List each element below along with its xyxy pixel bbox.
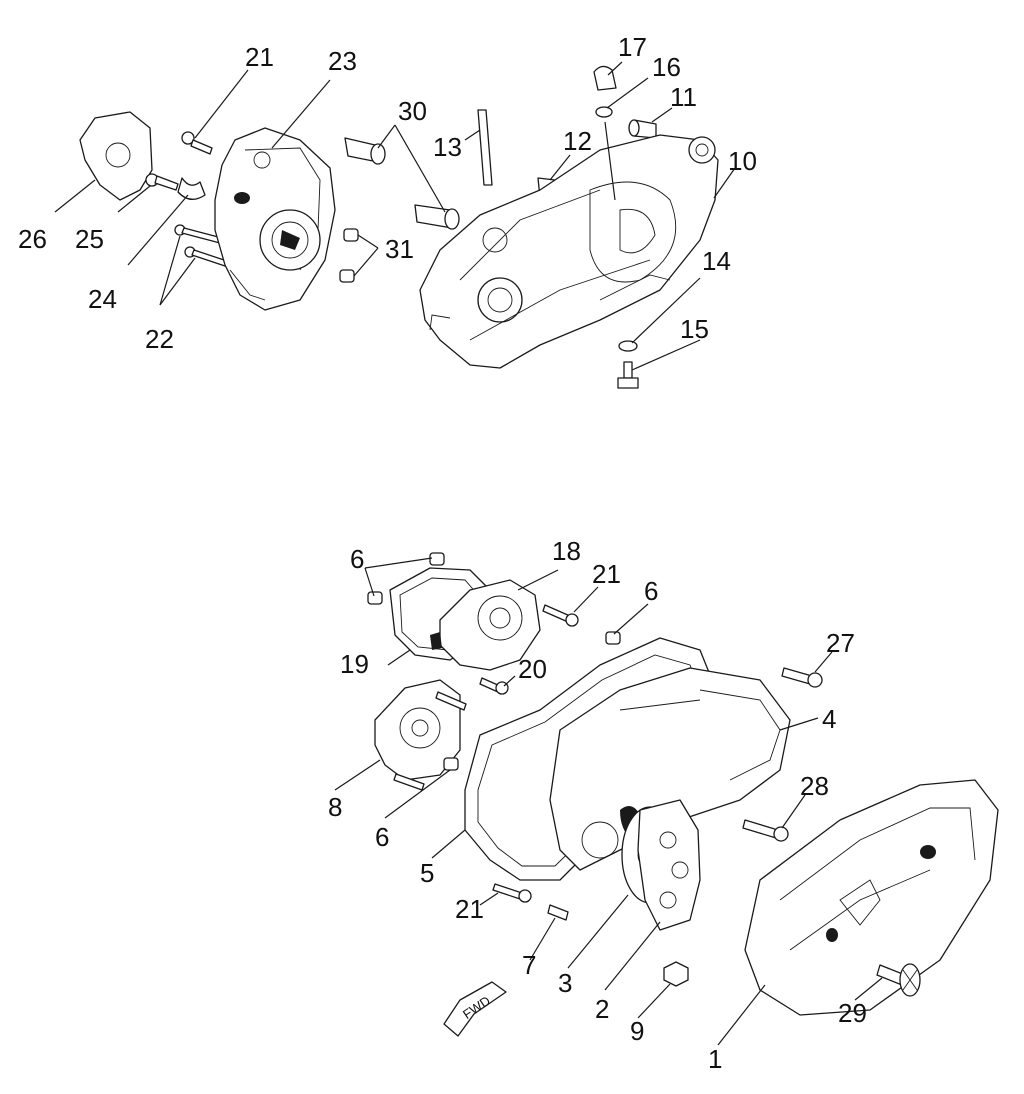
part-8-pump-body [374, 679, 467, 791]
callout-16: 16 [652, 52, 681, 82]
callout-21c: 21 [455, 894, 484, 924]
callout-26: 26 [18, 224, 47, 254]
callout-25: 25 [75, 224, 104, 254]
part-6-dowel-c [443, 757, 459, 771]
callout-2: 2 [595, 994, 609, 1024]
part-7-pin [547, 904, 569, 921]
callout-21b: 21 [592, 559, 621, 589]
callout-24: 24 [88, 284, 117, 314]
part-6-dowel-b [605, 631, 621, 645]
callout-13: 13 [433, 132, 462, 162]
callout-10: 10 [728, 146, 757, 176]
callout-8: 8 [328, 792, 342, 822]
callout-4: 4 [822, 704, 836, 734]
part-30-dowel-lower [414, 204, 460, 230]
callout-30: 30 [398, 96, 427, 126]
part-15-drain-bolt [617, 361, 639, 389]
callout-14: 14 [702, 246, 731, 276]
part-23-crankcase-left [214, 127, 336, 311]
part-24-bracket [177, 177, 206, 200]
callout-20: 20 [518, 654, 547, 684]
part-28-bolt [742, 819, 789, 842]
callout-12: 12 [563, 126, 592, 156]
part-21-bolt-top [181, 131, 213, 155]
part-16-oring [595, 106, 613, 118]
fwd-direction-label: FWD [443, 981, 507, 1037]
callout-28: 28 [800, 771, 829, 801]
leader-lines [54, 61, 883, 1046]
callout-1: 1 [708, 1044, 722, 1074]
callout-21a: 21 [245, 42, 274, 72]
part-29-bolt [876, 963, 921, 997]
callout-6a: 6 [350, 544, 364, 574]
part-1-outer-cover [744, 779, 999, 1016]
part-9-nut [663, 961, 689, 987]
callout-15: 15 [680, 314, 709, 344]
callout-27: 27 [826, 628, 855, 658]
part-10-crankcase-right [419, 134, 719, 369]
part-26-gasket [79, 111, 153, 201]
callout-numbers: 21 23 30 31 26 25 24 22 13 12 17 16 11 1… [18, 32, 867, 1074]
callout-31: 31 [385, 234, 414, 264]
callout-23: 23 [328, 46, 357, 76]
part-11-bushing [628, 119, 657, 139]
part-14-washer [618, 340, 638, 352]
part-18-pump-cover [430, 579, 541, 671]
callout-29: 29 [838, 998, 867, 1028]
callout-22: 22 [145, 324, 174, 354]
callout-19: 19 [340, 649, 369, 679]
callout-7: 7 [522, 950, 536, 980]
part-13-rod [477, 109, 493, 186]
callout-9: 9 [630, 1016, 644, 1046]
callout-5: 5 [420, 858, 434, 888]
part-6-dowels-a [367, 552, 445, 605]
part-21-bolt-mid [542, 604, 579, 627]
callout-17: 17 [618, 32, 647, 62]
part-2-cover-plate [637, 799, 701, 931]
part-21-bolt-lower [492, 883, 532, 903]
part-20-bolt [479, 677, 509, 695]
part-30-dowel-upper [344, 137, 386, 165]
callout-6b: 6 [644, 576, 658, 606]
part-27-bolt [781, 667, 823, 688]
part-25-bolt [145, 173, 179, 191]
callout-3: 3 [558, 968, 572, 998]
callout-6c: 6 [375, 822, 389, 852]
callout-11: 11 [670, 82, 697, 112]
callout-18: 18 [552, 536, 581, 566]
